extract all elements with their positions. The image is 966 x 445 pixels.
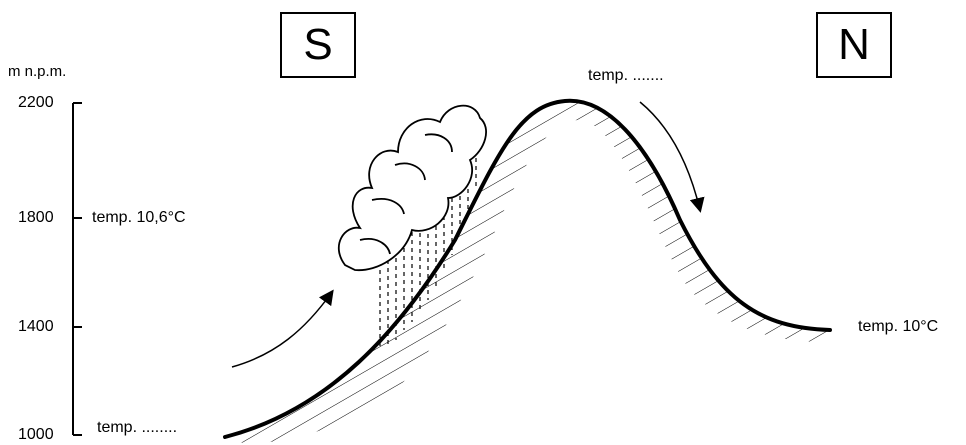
- windward-arrow: [231, 289, 334, 368]
- axis-unit-label: m n.p.m.: [8, 63, 67, 80]
- north-label-box: N: [816, 12, 892, 78]
- north-label: N: [838, 20, 870, 69]
- temp-label-summit: temp. .......: [588, 67, 664, 84]
- temp-label-leeward: temp. 10°C: [858, 318, 939, 335]
- altitude-axis: [72, 102, 82, 436]
- mountain-hatching: [225, 100, 830, 445]
- south-label: S: [303, 20, 333, 69]
- tick-label-2200: 2200: [18, 94, 54, 111]
- cloud-icon: [337, 104, 487, 271]
- mountain-outline: [223, 98, 832, 439]
- south-label-box: S: [280, 12, 356, 78]
- leeward-arrow: [639, 101, 705, 213]
- temp-label-1000: temp. ........: [97, 419, 178, 436]
- tick-label-1800: 1800: [18, 209, 54, 226]
- tick-label-1000: 1000: [18, 426, 54, 443]
- tick-label-1400: 1400: [18, 318, 54, 335]
- temp-label-1800: temp. 10,6°C: [92, 209, 186, 226]
